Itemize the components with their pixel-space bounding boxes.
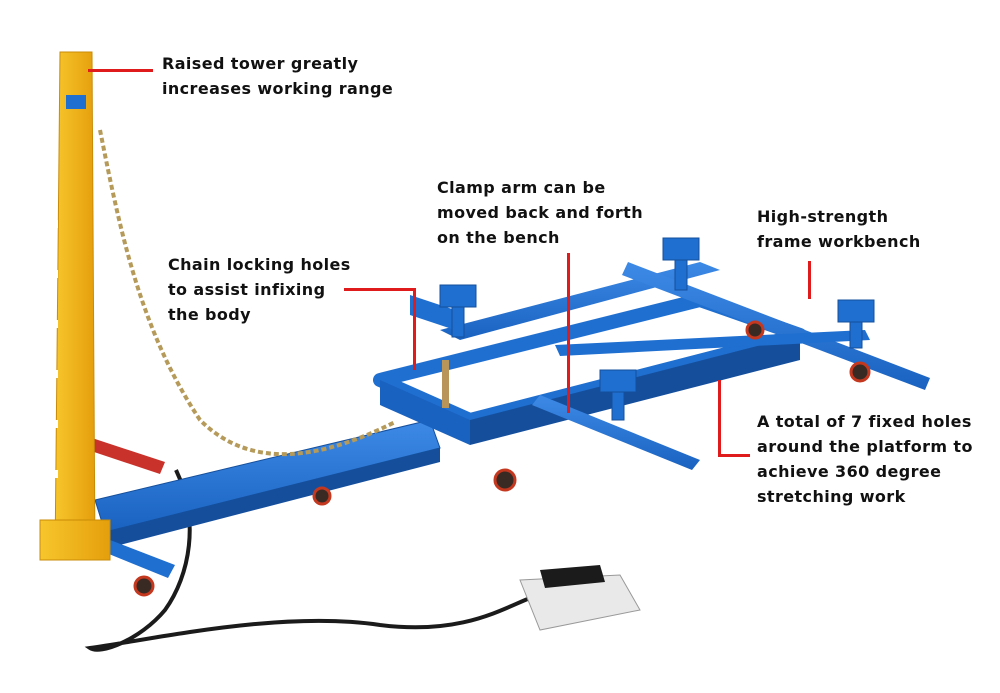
- callout-clamp-arm: Clamp arm can be moved back and forth on…: [437, 175, 643, 250]
- callout-line: stretching work: [757, 487, 906, 506]
- callout-line: A total of 7 fixed holes: [757, 412, 972, 431]
- callout-line: Raised tower greatly: [162, 54, 359, 73]
- callout-line: Clamp arm can be: [437, 178, 606, 197]
- hydraulic-hose: [84, 469, 531, 652]
- callout-line: to assist infixing: [168, 280, 326, 299]
- callout-line: achieve 360 degree: [757, 462, 942, 481]
- callout-tower: Raised tower greatly increases working r…: [162, 51, 393, 101]
- callout-line: moved back and forth: [437, 203, 644, 222]
- callout-line: High-strength: [757, 207, 889, 226]
- tower: [54, 51, 96, 561]
- hydraulic-cylinder: [88, 438, 165, 474]
- main-beam: [94, 419, 441, 533]
- callout-workbench: High-strength frame workbench: [757, 204, 921, 254]
- air-hydraulic-pump-icon: [519, 565, 641, 631]
- callout-chain-holes: Chain locking holes to assist infixing t…: [168, 252, 351, 327]
- clamp: [439, 237, 875, 421]
- callout-fixed-holes: A total of 7 fixed holes around the plat…: [757, 409, 973, 509]
- callout-line: on the bench: [437, 228, 560, 247]
- caster-wheel: [133, 575, 155, 597]
- callout-line: Chain locking holes: [168, 255, 351, 274]
- callout-line: frame workbench: [757, 232, 921, 251]
- chain: [98, 129, 396, 457]
- callout-line: increases working range: [162, 79, 394, 98]
- callout-line: around the platform to: [757, 437, 973, 456]
- callout-line: the body: [168, 305, 251, 324]
